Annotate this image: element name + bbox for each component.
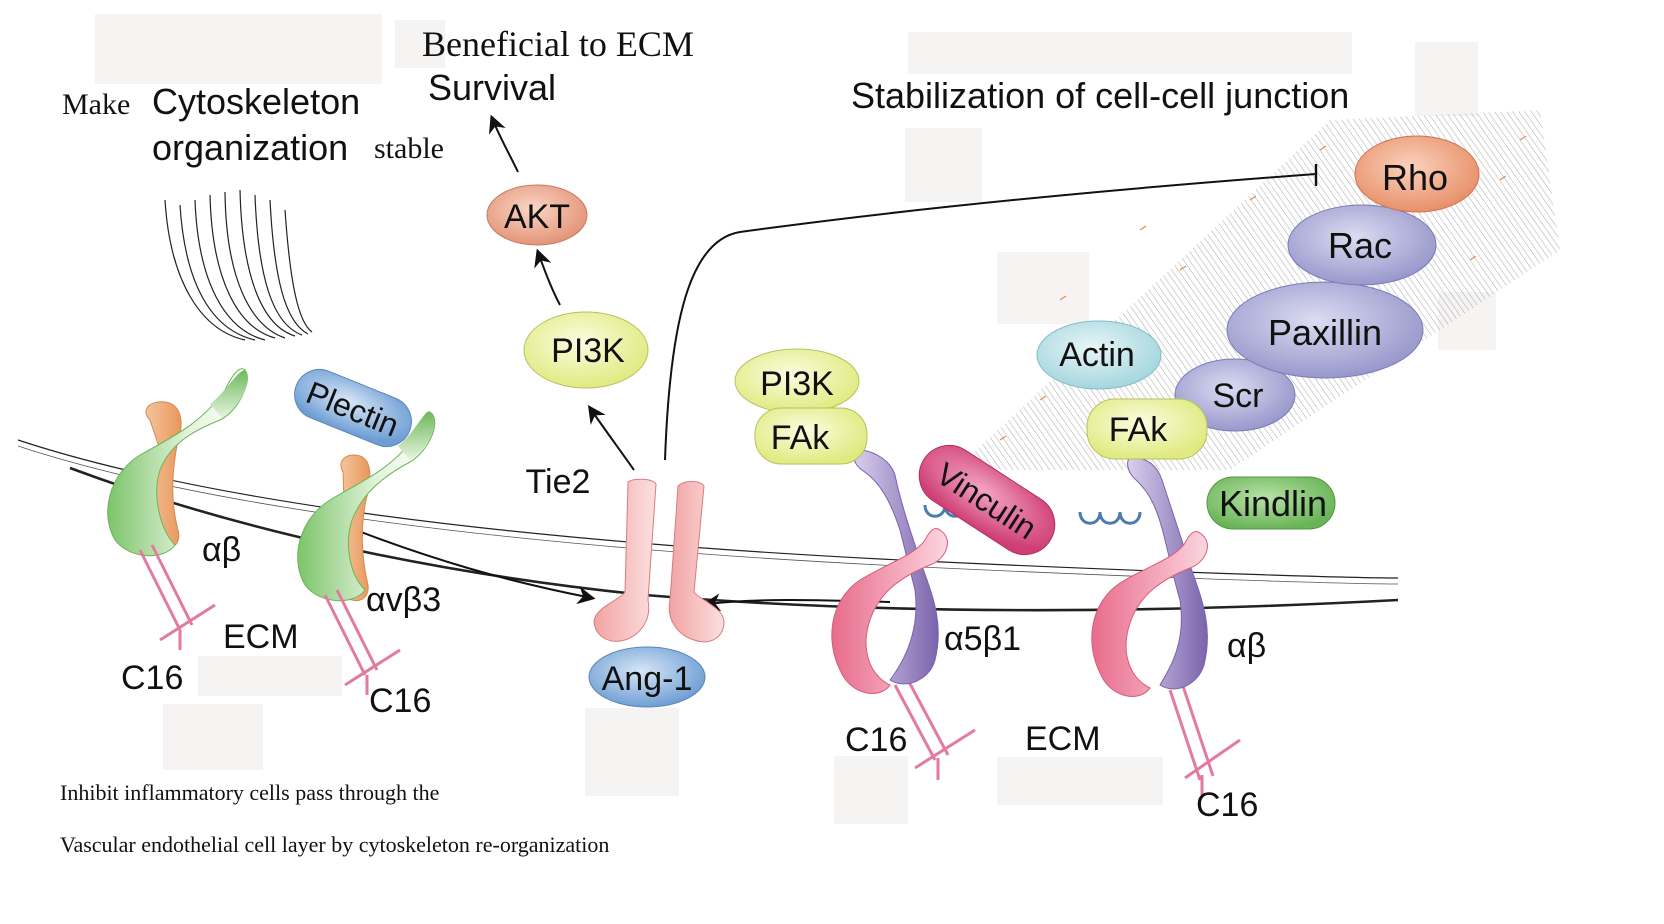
organization-label: organization [152, 127, 348, 168]
c16-collagen-ladders [138, 544, 1241, 795]
cytoskeleton-label: Cytoskeleton [152, 81, 360, 122]
ecm-right-label: ECM [1025, 720, 1101, 758]
fak-left-label: FAk [771, 419, 831, 457]
paxillin-label: Paxillin [1268, 312, 1382, 353]
mask-boxes [95, 14, 1496, 824]
signaling-arrows [329, 114, 1318, 612]
ang1-label: Ang-1 [602, 660, 693, 698]
survival-label: Survival [428, 67, 556, 108]
rho-label: Rho [1382, 157, 1448, 198]
beneficial-label: Beneficial to ECM [422, 24, 694, 64]
cytoskeleton-fibers [164, 189, 313, 341]
integrin-avb3 [297, 411, 436, 602]
fak-right-label: FAk [1109, 411, 1169, 449]
tie2-receptor [593, 478, 725, 643]
c16-label-1: C16 [121, 659, 183, 697]
footer-line-1: Inhibit inflammatory cells pass through … [60, 780, 439, 805]
stable-label: stable [374, 132, 444, 165]
c16-label-3: C16 [845, 721, 907, 759]
ang1-ligand [588, 646, 706, 708]
pi3k-label: PI3K [551, 332, 625, 370]
integrin-a5b1 [831, 448, 948, 694]
scr-label: Scr [1213, 377, 1264, 415]
c16-label-2: C16 [369, 682, 431, 720]
ecm-labels: ECM ECM C16 C16 C16 C16 [121, 618, 1258, 824]
avb3-label: αvβ3 [366, 581, 441, 619]
footer-text: Inhibit inflammatory cells pass through … [60, 780, 609, 857]
integrin-ab-right [1091, 456, 1208, 697]
ab-right-label: αβ [1227, 627, 1266, 665]
header-sans-group: Cytoskeleton organization Survival Stabi… [152, 67, 1349, 168]
stabilization-label: Stabilization of cell-cell junction [851, 75, 1349, 116]
integrin-ab-left [107, 368, 249, 557]
akt-label: AKT [504, 198, 570, 236]
make-label: Make [62, 88, 130, 121]
ab-left-label: αβ [202, 531, 241, 569]
tie2-label: Tie2 [526, 463, 591, 501]
c16-label-4: C16 [1196, 786, 1258, 824]
actin-label: Actin [1059, 336, 1135, 374]
protein-shapes [294, 135, 1480, 556]
pi3k-fak-label: PI3K [760, 365, 834, 403]
kindlin-label: Kindlin [1219, 483, 1327, 524]
integrin-labels: αβ αvβ3 α5β1 αβ [202, 531, 1266, 665]
rac-label: Rac [1328, 225, 1392, 266]
ecm-left-label: ECM [223, 618, 299, 656]
cell-membrane [17, 439, 1399, 612]
header-text-group: Make Beneficial to ECM stable [62, 24, 694, 165]
footer-line-2: Vascular endothelial cell layer by cytos… [60, 832, 609, 857]
a5b1-label: α5β1 [944, 620, 1021, 658]
